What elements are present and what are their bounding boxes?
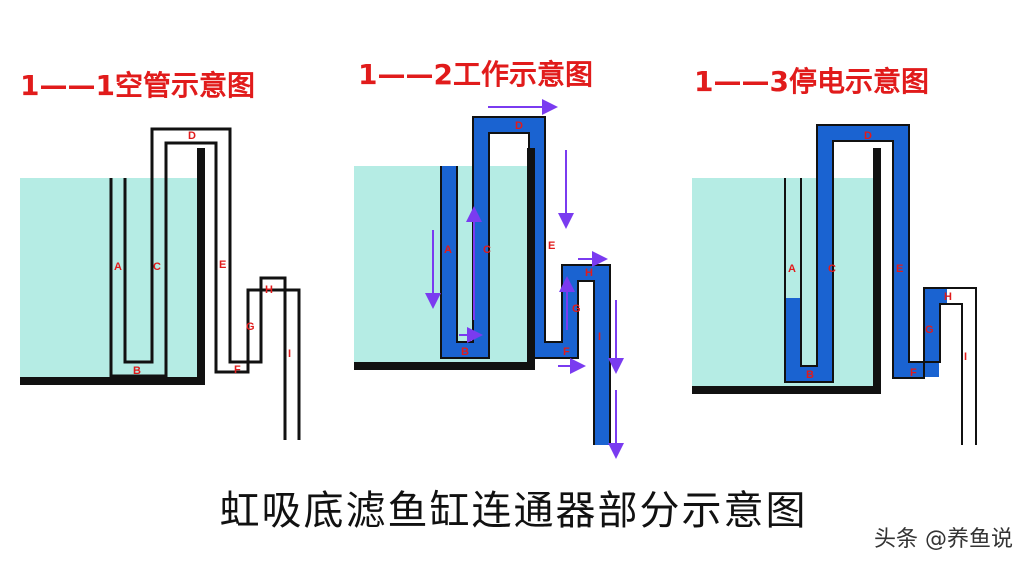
label-b: B (133, 365, 141, 377)
label-c: C (483, 244, 491, 256)
panel-title-power-off: 1——3停电示意图 (694, 65, 929, 98)
siphon-tube-inner (456, 116, 611, 445)
label-g: G (246, 321, 255, 333)
label-f: F (234, 364, 241, 376)
label-i: I (598, 331, 601, 343)
water-level-strip (786, 298, 800, 374)
label-h: H (265, 284, 273, 296)
tank-water (692, 178, 875, 390)
panel-title-working: 1——2工作示意图 (358, 58, 593, 91)
siphon-water (786, 126, 947, 381)
label-c: C (153, 261, 161, 273)
label-d: D (515, 120, 523, 132)
diagram-caption: 虹吸底滤鱼缸连通器部分示意图 (219, 488, 808, 534)
label-h: H (585, 267, 593, 279)
tank-wall (692, 148, 881, 394)
label-a: A (114, 261, 122, 273)
panel-power-off: A B C D E F G H I (692, 124, 977, 445)
label-d: D (864, 130, 872, 142)
siphon-tube-inner (800, 124, 963, 445)
label-i: I (288, 348, 291, 360)
label-b: B (461, 346, 469, 358)
siphon-tube (109, 141, 301, 440)
label-e: E (548, 240, 555, 252)
label-g: G (572, 303, 581, 315)
tank-wall (354, 148, 535, 370)
label-h: H (944, 291, 952, 303)
siphon-water (442, 118, 609, 445)
siphon-tube-inner (123, 127, 287, 440)
tank-wall (20, 148, 205, 385)
label-i: I (964, 351, 967, 363)
panel-working: A B C D E F G H I (354, 99, 624, 459)
label-c: C (828, 263, 836, 275)
watermark: 头条 @养鱼说 (874, 527, 1013, 552)
label-e: E (896, 263, 903, 275)
label-f: F (910, 367, 917, 379)
siphon-tube (784, 140, 977, 445)
label-g: G (925, 324, 934, 336)
label-f: F (563, 346, 570, 358)
label-a: A (788, 263, 796, 275)
panel-title-empty: 1——1空管示意图 (20, 69, 255, 102)
label-d: D (188, 130, 196, 142)
label-b: B (806, 369, 814, 381)
label-a: A (444, 244, 452, 256)
panel-empty: A B C D E F G H I (20, 127, 301, 440)
label-e: E (219, 259, 226, 271)
